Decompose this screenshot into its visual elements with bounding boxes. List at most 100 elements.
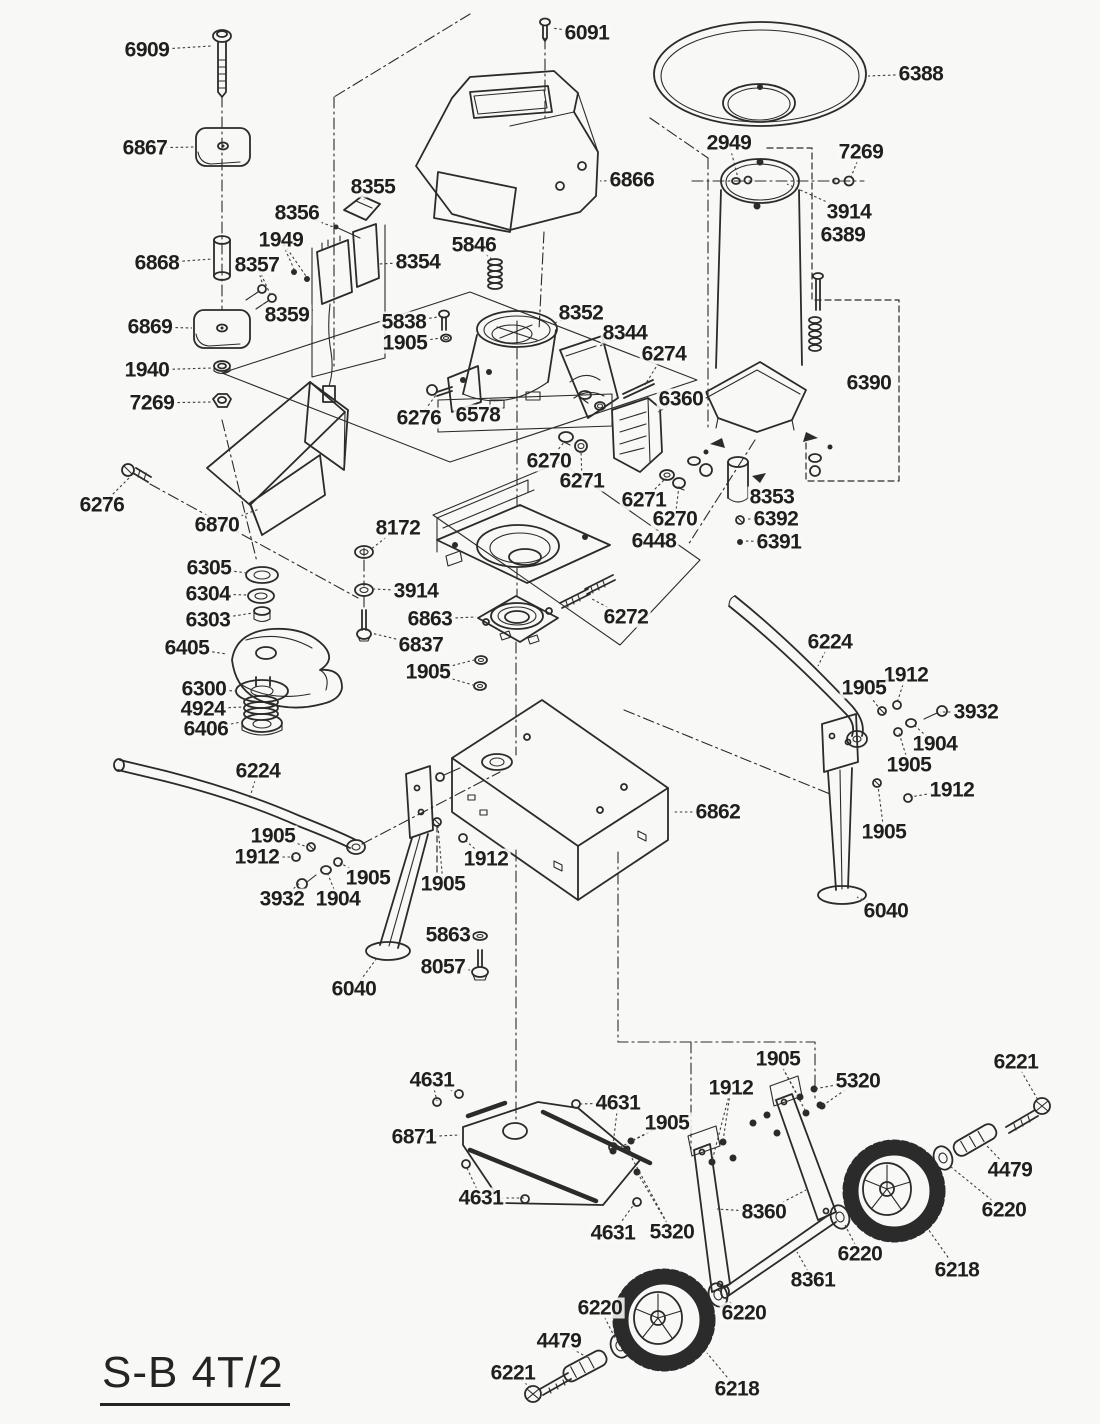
washer-5863-bolt-8057 — [472, 932, 488, 980]
part-label-6224: 6224 — [805, 630, 855, 654]
part-label-6218: 6218 — [932, 1258, 982, 1282]
part-label-7269: 7269 — [836, 140, 886, 164]
frame-box-6862 — [436, 700, 668, 900]
part-label-6837: 6837 — [396, 633, 446, 657]
part-label-6870: 6870 — [192, 513, 242, 537]
part-label-6390: 6390 — [844, 371, 894, 395]
bolt-6276-mid — [427, 385, 452, 396]
part-label-5838: 5838 — [379, 310, 429, 334]
part-label-1905: 1905 — [403, 660, 453, 684]
studs-6272 — [560, 575, 615, 608]
part-label-3932: 3932 — [951, 700, 1001, 724]
flange-6863 — [478, 596, 558, 644]
part-label-6220: 6220 — [719, 1301, 769, 1325]
part-label-4479: 4479 — [534, 1329, 584, 1353]
motor-8352 — [448, 311, 557, 412]
leg-left-6040 — [366, 766, 433, 960]
screw-5838 — [439, 311, 451, 342]
washer-column-8172-3914-6837 — [355, 546, 373, 641]
part-label-6270: 6270 — [650, 507, 700, 531]
part-label-6221: 6221 — [488, 1361, 538, 1385]
part-label-6405: 6405 — [162, 636, 212, 660]
part-label-3914: 3914 — [824, 200, 874, 224]
deflector-6870 — [207, 382, 348, 535]
part-label-8354: 8354 — [393, 250, 443, 274]
spring-5846 — [488, 259, 502, 289]
part-label-1912: 1912 — [706, 1076, 756, 1100]
part-label-1905: 1905 — [380, 331, 430, 355]
part-label-6276: 6276 — [394, 406, 444, 430]
rod-6274 — [623, 380, 654, 398]
part-label-6448: 6448 — [629, 529, 679, 553]
bushings-6270-6271 — [559, 391, 712, 490]
part-label-5320: 5320 — [833, 1069, 883, 1093]
part-label-1940: 1940 — [122, 358, 172, 382]
bolt-6276-left — [122, 464, 151, 482]
part-label-6389: 6389 — [818, 223, 868, 247]
part-label-1905: 1905 — [418, 872, 468, 896]
part-label-6271: 6271 — [619, 488, 669, 512]
part-label-1905: 1905 — [642, 1111, 692, 1135]
part-label-6040: 6040 — [861, 899, 911, 923]
part-label-1912: 1912 — [232, 845, 282, 869]
part-label-6391: 6391 — [754, 530, 804, 554]
part-label-8344: 8344 — [600, 321, 650, 345]
fasteners-right-cluster — [873, 701, 947, 802]
part-label-6406: 6406 — [181, 717, 231, 741]
part-label-4631: 4631 — [456, 1186, 506, 1210]
part-label-6305: 6305 — [184, 556, 234, 580]
hardware-6390 — [809, 273, 823, 476]
bolt-6909 — [213, 30, 231, 97]
part-label-6871: 6871 — [389, 1125, 439, 1149]
part-label-8359: 8359 — [262, 303, 312, 327]
part-label-6276: 6276 — [77, 493, 127, 517]
part-label-7269: 7269 — [127, 391, 177, 415]
part-label-6303: 6303 — [183, 608, 233, 632]
chute-6360 — [612, 398, 662, 472]
part-label-8356: 8356 — [272, 201, 322, 225]
part-label-5846: 5846 — [449, 233, 499, 257]
part-label-1905: 1905 — [859, 820, 909, 844]
part-label-1905: 1905 — [248, 824, 298, 848]
part-label-8172: 8172 — [373, 516, 423, 540]
part-label-3932: 3932 — [257, 887, 307, 911]
part-label-8361: 8361 — [788, 1268, 838, 1292]
part-label-8352: 8352 — [556, 301, 606, 325]
part-label-6220: 6220 — [835, 1242, 885, 1266]
part-label-6271: 6271 — [557, 469, 607, 493]
part-label-6220: 6220 — [575, 1296, 625, 1320]
bearing-housing-6448 — [437, 480, 610, 583]
part-label-2949: 2949 — [704, 131, 754, 155]
part-label-8355: 8355 — [348, 175, 398, 199]
part-label-6272: 6272 — [601, 605, 651, 629]
part-label-1904: 1904 — [313, 887, 363, 911]
part-label-5320: 5320 — [647, 1220, 697, 1244]
part-label-5863: 5863 — [423, 923, 473, 947]
part-label-6578: 6578 — [453, 403, 503, 427]
part-label-1905: 1905 — [839, 676, 889, 700]
part-label-1912: 1912 — [461, 847, 511, 871]
part-label-6218: 6218 — [712, 1377, 762, 1401]
part-label-1912: 1912 — [927, 778, 977, 802]
part-label-6392: 6392 — [751, 507, 801, 531]
part-label-8360: 8360 — [739, 1200, 789, 1224]
part-label-1949: 1949 — [256, 228, 306, 252]
wheel-right-6218 — [846, 1143, 942, 1239]
part-label-4631: 4631 — [593, 1091, 643, 1115]
part-label-4631: 4631 — [588, 1221, 638, 1245]
switch-assembly-8354 — [246, 196, 380, 402]
pad-6867 — [196, 128, 250, 166]
part-label-8057: 8057 — [418, 955, 468, 979]
handle-left-6224 — [114, 759, 365, 854]
nut-7269-left — [213, 394, 231, 407]
part-label-6270: 6270 — [524, 449, 574, 473]
pad-6869 — [194, 310, 250, 348]
model-title: S-B 4T/2 — [100, 1348, 290, 1406]
part-label-6867: 6867 — [120, 136, 170, 160]
part-label-6909: 6909 — [122, 38, 172, 62]
part-label-1905: 1905 — [753, 1047, 803, 1071]
rotor-assembly-6405 — [232, 567, 342, 735]
part-label-6304: 6304 — [183, 582, 233, 606]
part-label-6220: 6220 — [979, 1198, 1029, 1222]
